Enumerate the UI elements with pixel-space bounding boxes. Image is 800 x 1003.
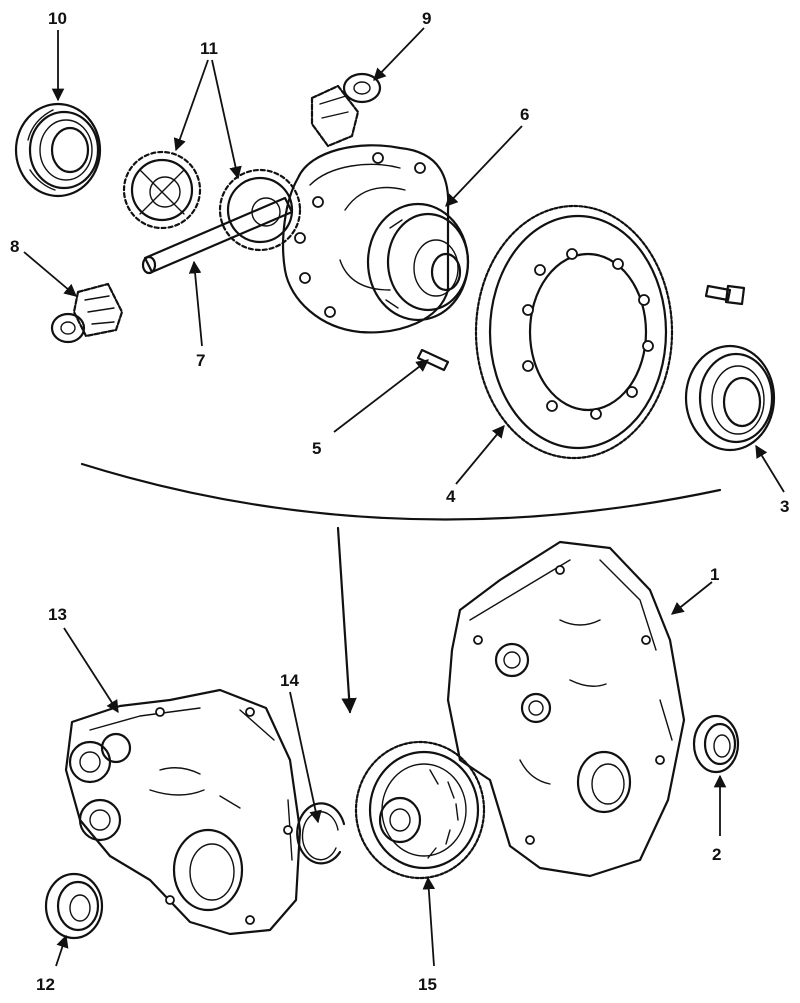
assembly-separator-arrow xyxy=(80,462,722,714)
part-5-dowel-pin xyxy=(416,348,450,372)
part-13-housing-cover xyxy=(64,688,302,936)
callout-labels: 10 11 9 6 8 7 5 4 3 1 2 13 14 12 15 xyxy=(10,9,789,994)
part-10-bearing xyxy=(14,102,102,198)
ring-gear-bolt xyxy=(704,284,746,306)
part-11-side-gears xyxy=(122,150,302,252)
callout-13: 13 xyxy=(48,605,67,624)
callout-11: 11 xyxy=(200,39,218,58)
part-9-pinion-gear xyxy=(310,72,382,148)
part-3-bearing xyxy=(684,344,776,452)
callout-10: 10 xyxy=(48,9,67,28)
callout-12: 12 xyxy=(36,975,55,994)
callout-9: 9 xyxy=(422,9,431,28)
part-8-pinion-gear xyxy=(50,282,124,344)
part-2-small-bearing xyxy=(692,714,740,774)
callout-4: 4 xyxy=(446,487,456,506)
part-14-circlip xyxy=(296,802,346,865)
callout-2: 2 xyxy=(712,845,721,864)
callout-5: 5 xyxy=(312,439,321,458)
part-1-gearbox-housing xyxy=(446,540,686,878)
part-6-case-flange xyxy=(366,202,470,322)
differential-case xyxy=(282,144,450,334)
callout-1: 1 xyxy=(710,565,719,584)
callout-7: 7 xyxy=(196,351,205,370)
leader-lines xyxy=(23,27,785,967)
part-4-ring-gear xyxy=(474,204,674,460)
callout-6: 6 xyxy=(520,105,529,124)
callout-8: 8 xyxy=(10,237,19,256)
part-15-drive-gear xyxy=(354,740,486,880)
callout-15: 15 xyxy=(418,975,437,994)
part-7-pinion-shaft xyxy=(141,196,294,275)
callout-3: 3 xyxy=(780,497,789,516)
callout-14: 14 xyxy=(280,671,299,690)
part-12-seal xyxy=(44,872,104,940)
